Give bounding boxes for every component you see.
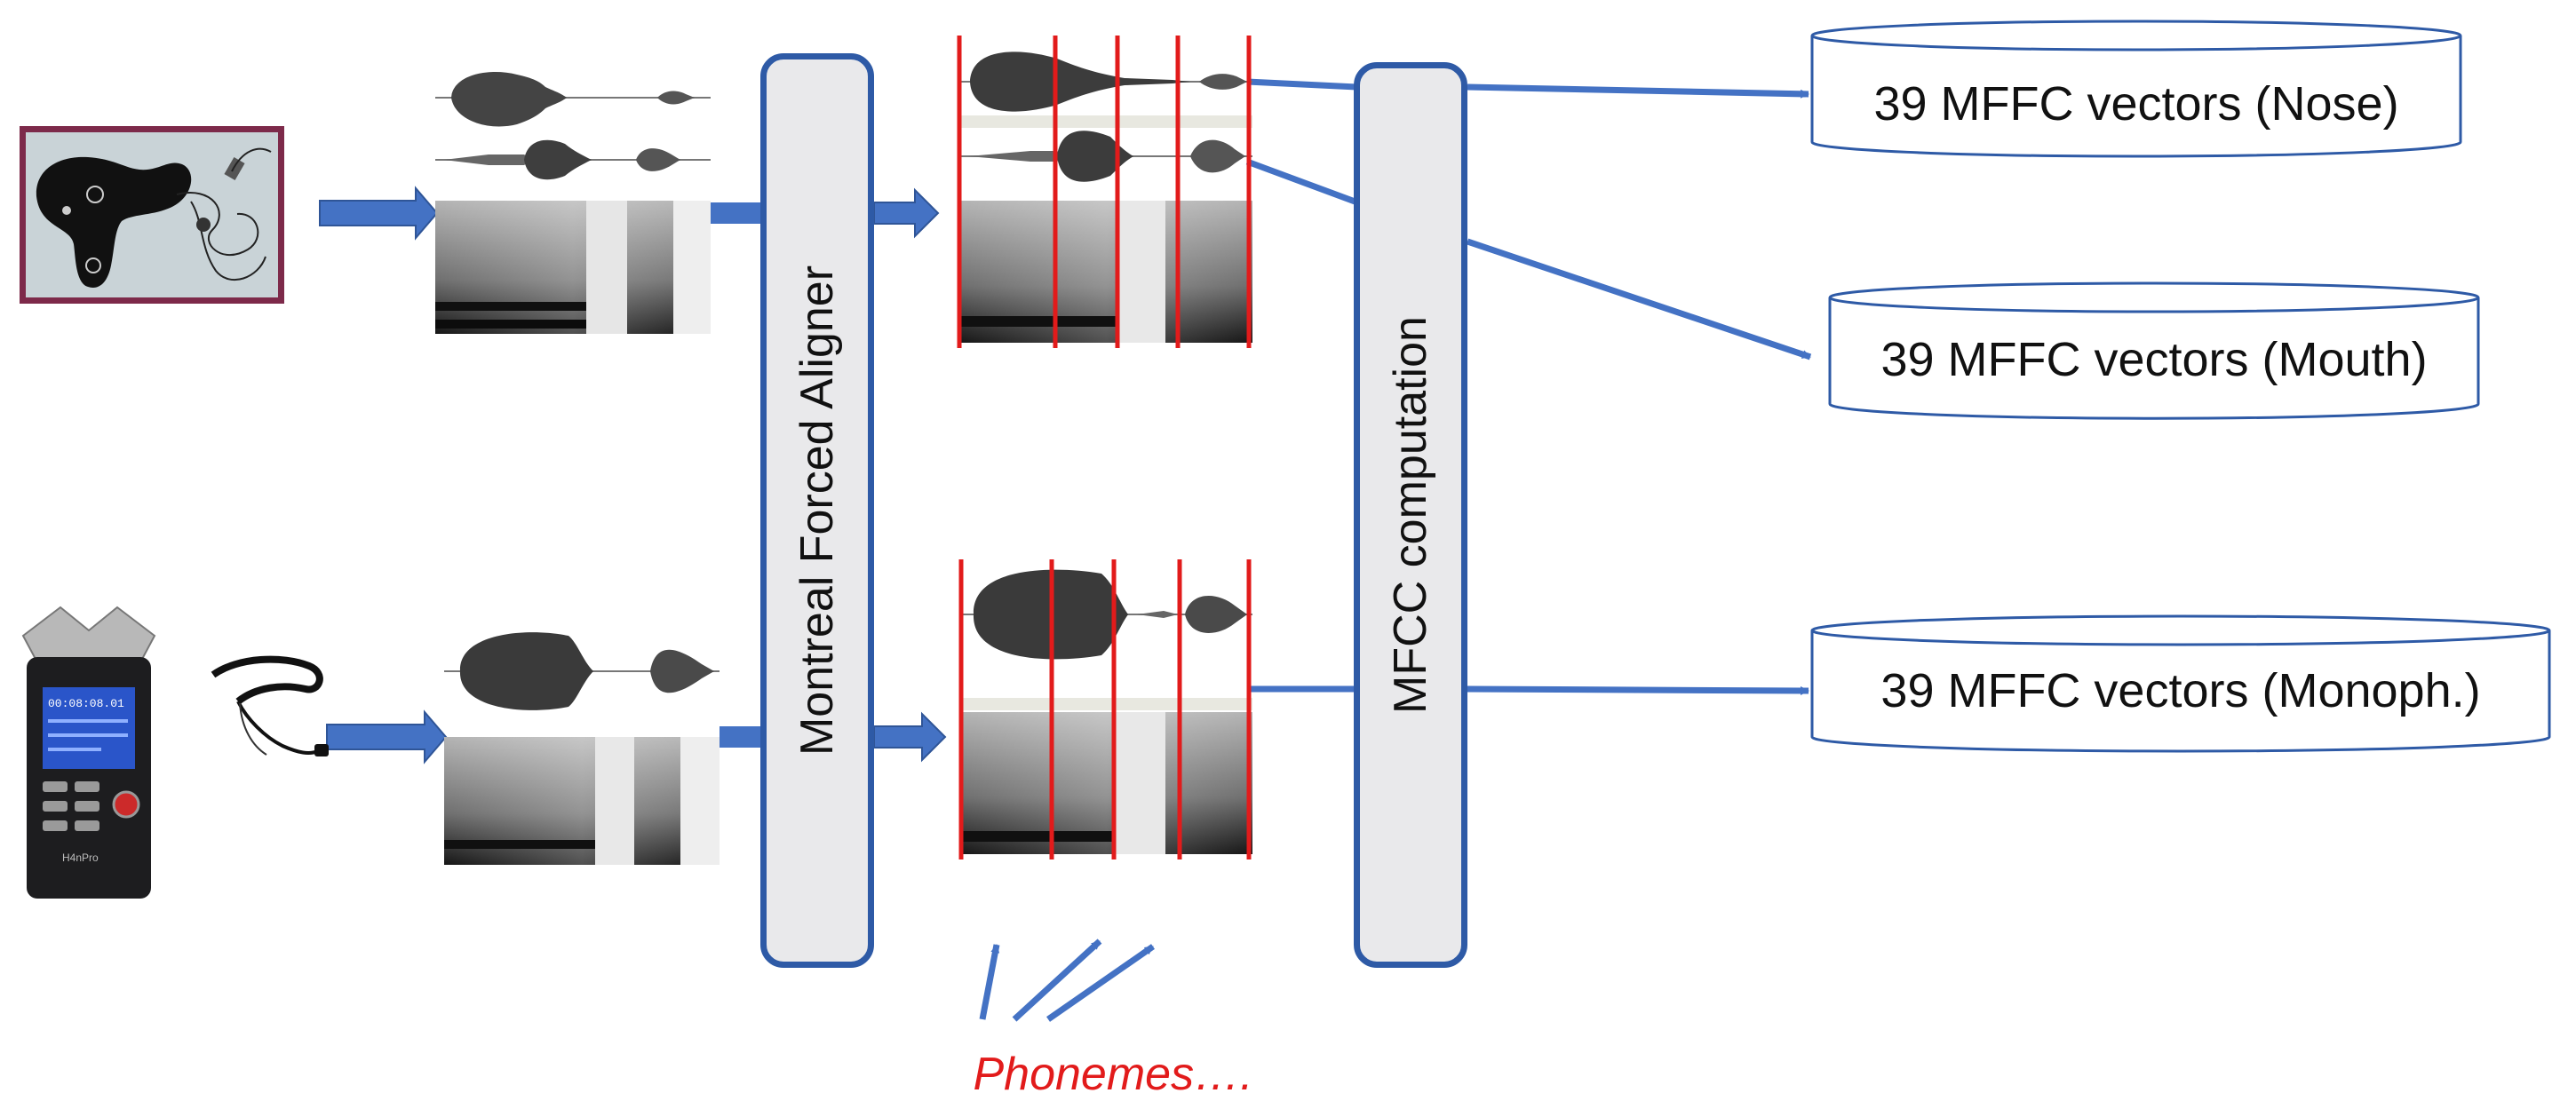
arrow-to-mono-db xyxy=(1467,685,1809,695)
mfcc-computation-box: MFCC computation xyxy=(1354,62,1467,968)
connector-top-into-aligner xyxy=(709,202,762,224)
nose-mouth-mask-icon xyxy=(36,147,272,288)
nose-mouth-mask-photo xyxy=(20,126,284,304)
connector-bottom-into-aligner xyxy=(720,726,764,748)
arrow-to-mouth-db xyxy=(1466,238,1812,360)
arrow-to-nose-db xyxy=(1467,83,1809,99)
recorder-screen-text: 00:08:08.01 xyxy=(48,697,124,710)
mfcc-label: MFCC computation xyxy=(1385,316,1436,714)
phoneme-arrow-3 xyxy=(1046,944,1155,1022)
block-arrow-top-input xyxy=(319,186,439,241)
input-waveforms-spectrogram-top xyxy=(435,72,711,334)
mouth-mfcc-database xyxy=(1828,281,2480,420)
monophonic-mfcc-database xyxy=(1810,614,2551,753)
handheld-recorder-icon: 00:08:08.01 H4nPro xyxy=(21,606,156,899)
phoneme-arrow-2 xyxy=(1012,939,1102,1022)
input-waveform-spectrogram-bottom xyxy=(444,632,720,865)
nose-output-label: 39 MFFC vectors (Nose) xyxy=(1873,77,2399,131)
line-mouth-to-mfcc xyxy=(1245,158,1359,206)
recorder-and-headset-photo: 00:08:08.01 H4nPro xyxy=(21,606,329,899)
monophonic-output-label: 39 MFFC vectors (Monoph.) xyxy=(1880,664,2481,717)
montreal-forced-aligner-box: Montreal Forced Aligner xyxy=(760,53,874,968)
recorder-brand: H4nPro xyxy=(62,851,99,864)
aligner-label: Montreal Forced Aligner xyxy=(791,265,843,756)
aligned-waveform-spectrogram-bottom xyxy=(958,559,1252,859)
block-arrow-bottom-aligned xyxy=(873,711,947,763)
headset-microphone-icon xyxy=(211,655,329,756)
nose-mfcc-database xyxy=(1810,20,2462,158)
line-nose-to-mfcc xyxy=(1246,78,1358,91)
block-arrow-top-aligned xyxy=(873,187,940,239)
aligned-waveforms-spectrogram-top xyxy=(957,36,1252,348)
block-arrow-bottom-input xyxy=(326,709,448,764)
mouth-output-label: 39 MFFC vectors (Mouth) xyxy=(1880,333,2428,386)
phoneme-arrow-1 xyxy=(979,944,1000,1020)
phonemes-label: Phonemes…. xyxy=(973,1049,1253,1100)
